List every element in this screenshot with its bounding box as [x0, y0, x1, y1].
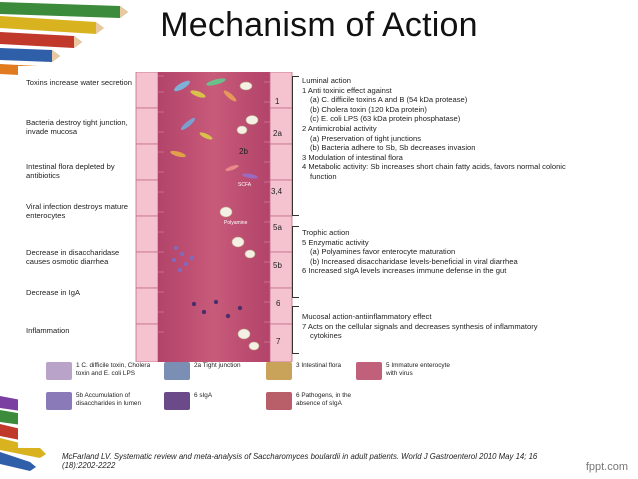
cell-label-2b: 2b [239, 147, 248, 156]
label-toxins: Toxins increase water secretion [26, 78, 132, 87]
explanation-line: 4 Metabolic activity: Sb increases short… [302, 162, 566, 172]
label-disaccharidase: Decrease in disaccharidase causes osmoti… [26, 248, 120, 266]
explanation-line: cytokines [310, 331, 342, 341]
page-title: Mechanism of Action [160, 6, 478, 44]
cell-label-7: 7 [276, 337, 281, 346]
bracket-trophic [292, 226, 299, 298]
citation: McFarland LV. Systematic review and meta… [62, 452, 538, 471]
legend-item-intestinal-flora: 3 Intestinal flora [266, 362, 372, 380]
cell-label-5a: 5a [273, 223, 282, 232]
explanation-line: 6 Increased sIgA levels increases immune… [302, 266, 507, 276]
legend-item-pathogens: 6 Pathogens, in the absence of sIgA [266, 392, 372, 410]
explanation-line: 2 Antimicrobial activity [302, 123, 377, 133]
legend-swatch [46, 392, 72, 410]
legend-swatch [266, 392, 292, 410]
explanation-line: (b) Cholera toxin (120 kDa protein) [310, 104, 427, 114]
cell-label-6: 6 [276, 299, 281, 308]
legend-label: 5 Immature enterocyte with virus [386, 362, 450, 377]
explanation-line: (a) Preservation of tight junctions [310, 133, 422, 143]
left-epithelium [135, 72, 159, 362]
explanation-line: 7 Acts on the cellular signals and decre… [302, 321, 538, 331]
intestine-illustration: Polyamine SCFA 1 2a 2b 3,4 5a 5b 6 7 [135, 72, 293, 362]
label-bacteria: Bacteria destroy tight junction, invade … [26, 118, 128, 136]
explanation-line: Mucosal action-antiinflammatory effect [302, 312, 432, 321]
mechanism-figure: Toxins increase water secretion Bacteria… [18, 66, 618, 448]
cell-label-2a: 2a [273, 129, 282, 138]
right-epithelium [269, 72, 293, 362]
explanation-line: 5 Enzymatic activity [302, 237, 369, 247]
label-iga: Decrease in IgA [26, 288, 81, 297]
explanation-line: function [310, 171, 337, 181]
microvilli [158, 75, 270, 343]
explanation-line: (b) Increased disaccharidase levels-bene… [310, 256, 518, 266]
legend-swatch [164, 362, 190, 380]
label-intestinal-flora: Intestinal flora depleted by antibiotics [26, 162, 115, 180]
label-viral-infection: Viral infection destroys mature enterocy… [26, 202, 129, 220]
legend-item-siga: 6 sIgA [164, 392, 270, 410]
label-inflammation: Inflammation [26, 326, 70, 335]
legend: 1 C. difficile toxin, Cholera toxin and … [46, 362, 606, 422]
legend-swatch [356, 362, 382, 380]
legend-item-toxins: 1 C. difficile toxin, Cholera toxin and … [46, 362, 152, 380]
scfa-tag: SCFA [238, 182, 252, 188]
brand-watermark: fppt.com [585, 461, 628, 473]
explanation-line: 3 Modulation of intestinal flora [302, 152, 403, 162]
cell-label-1: 1 [275, 97, 280, 106]
legend-item-tight-junction: 2a Tight junction [164, 362, 270, 380]
cell-label-3-4: 3,4 [271, 187, 283, 196]
legend-swatch [266, 362, 292, 380]
cell-label-5b: 5b [273, 261, 282, 270]
legend-item-immature-enterocyte: 5 Immature enterocyte with virus [356, 362, 462, 380]
legend-label: 6 Pathogens, in the absence of sIgA [296, 392, 352, 407]
explanation-line: (a) C. difficile toxins A and B (54 kDa … [310, 95, 468, 105]
legend-label: 2a Tight junction [194, 362, 241, 369]
lumen-particles [170, 78, 260, 351]
explanation-line: Luminal action [302, 76, 351, 85]
legend-label: 3 Intestinal flora [296, 362, 342, 369]
explanation-line: (a) Polyamines favor enterocyte maturati… [310, 247, 456, 257]
explanation-line: (c) E. coli LPS (63 kDa protein phosphat… [310, 114, 461, 124]
bracket-mucosal [292, 306, 299, 354]
legend-label: 5b Accumulation of disaccharides in lume… [76, 392, 142, 407]
explanation-line: (b) Bacteria adhere to Sb, Sb decreases … [310, 143, 476, 153]
cell-numbers: 1 2a 2b 3,4 5a 5b 6 7 [239, 97, 283, 346]
explanation-line: Trophic action [302, 228, 350, 237]
legend-label: 1 C. difficile toxin, Cholera toxin and … [76, 362, 151, 377]
legend-label: 6 sIgA [194, 392, 213, 399]
legend-swatch [164, 392, 190, 410]
legend-item-disaccharides: 5b Accumulation of disaccharides in lume… [46, 392, 152, 410]
legend-swatch [46, 362, 72, 380]
polyamine-tag: Polyamine [224, 220, 248, 226]
explanation-line: 1 Anti toxinic effect against [302, 85, 392, 95]
bracket-luminal [292, 76, 299, 216]
